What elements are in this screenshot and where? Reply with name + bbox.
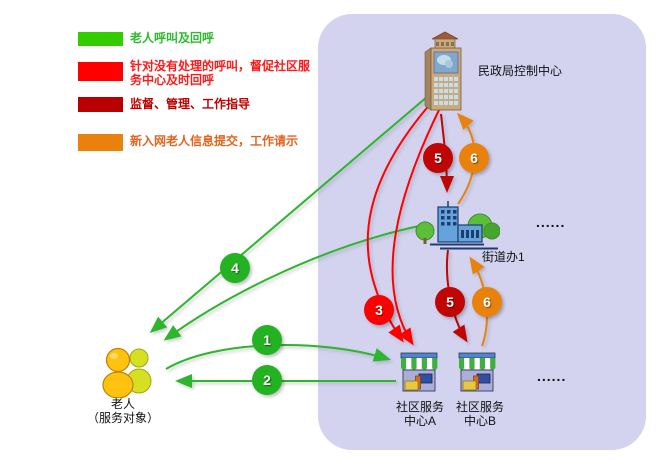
community-center-a-shop-icon <box>400 352 438 392</box>
flow-badge-5-upper: 5 <box>423 143 453 173</box>
center-a-label-line1: 社区服务 <box>395 400 444 414</box>
center-a-label: 社区服务 中心A <box>390 400 450 428</box>
flow-badge-1: 1 <box>252 325 282 355</box>
centers-ellipsis: ...... <box>537 368 567 384</box>
center-b-label-line1: 社区服务 <box>455 400 504 414</box>
legend-label-green: 老人呼叫及回呼 <box>130 31 215 45</box>
elderly-label-line2: （服务对象） <box>86 411 159 425</box>
street-office-ellipsis: ...... <box>536 214 566 230</box>
community-center-b-shop-icon <box>458 352 496 392</box>
center-b-label: 社区服务 中心B <box>450 400 510 428</box>
center-b-label-line2: 中心B <box>463 414 496 428</box>
legend-label-red: 针对没有处理的呼叫，督促社区服务中心及时回呼 <box>130 59 311 87</box>
legend-label-orange: 新入网老人信息提交，工作请示 <box>130 134 299 148</box>
legend-label-dark-red: 监督、管理、工作指导 <box>130 97 251 111</box>
flow-badge-5-lower: 5 <box>435 287 465 317</box>
control-center-building-icon <box>424 31 462 111</box>
street-office-label: 街道办1 <box>482 250 525 264</box>
legend-swatch-orange <box>78 134 123 151</box>
flow-badge-6-lower: 6 <box>472 287 502 317</box>
legend-swatch-red <box>78 62 123 81</box>
flow-badge-2: 2 <box>252 365 282 395</box>
elderly-label-line1: 老人 <box>110 397 135 411</box>
street-office-building-icon <box>415 201 500 250</box>
legend-swatch-dark-red <box>78 97 123 112</box>
control-center-label: 民政局控制中心 <box>478 64 563 78</box>
legend-swatch-green <box>78 32 123 46</box>
elderly-people-icon <box>102 347 152 398</box>
flow-badge-6-upper: 6 <box>459 143 489 173</box>
center-a-label-line2: 中心A <box>403 414 436 428</box>
flow-badge-3: 3 <box>364 295 394 325</box>
flow-badge-4: 4 <box>220 253 250 283</box>
